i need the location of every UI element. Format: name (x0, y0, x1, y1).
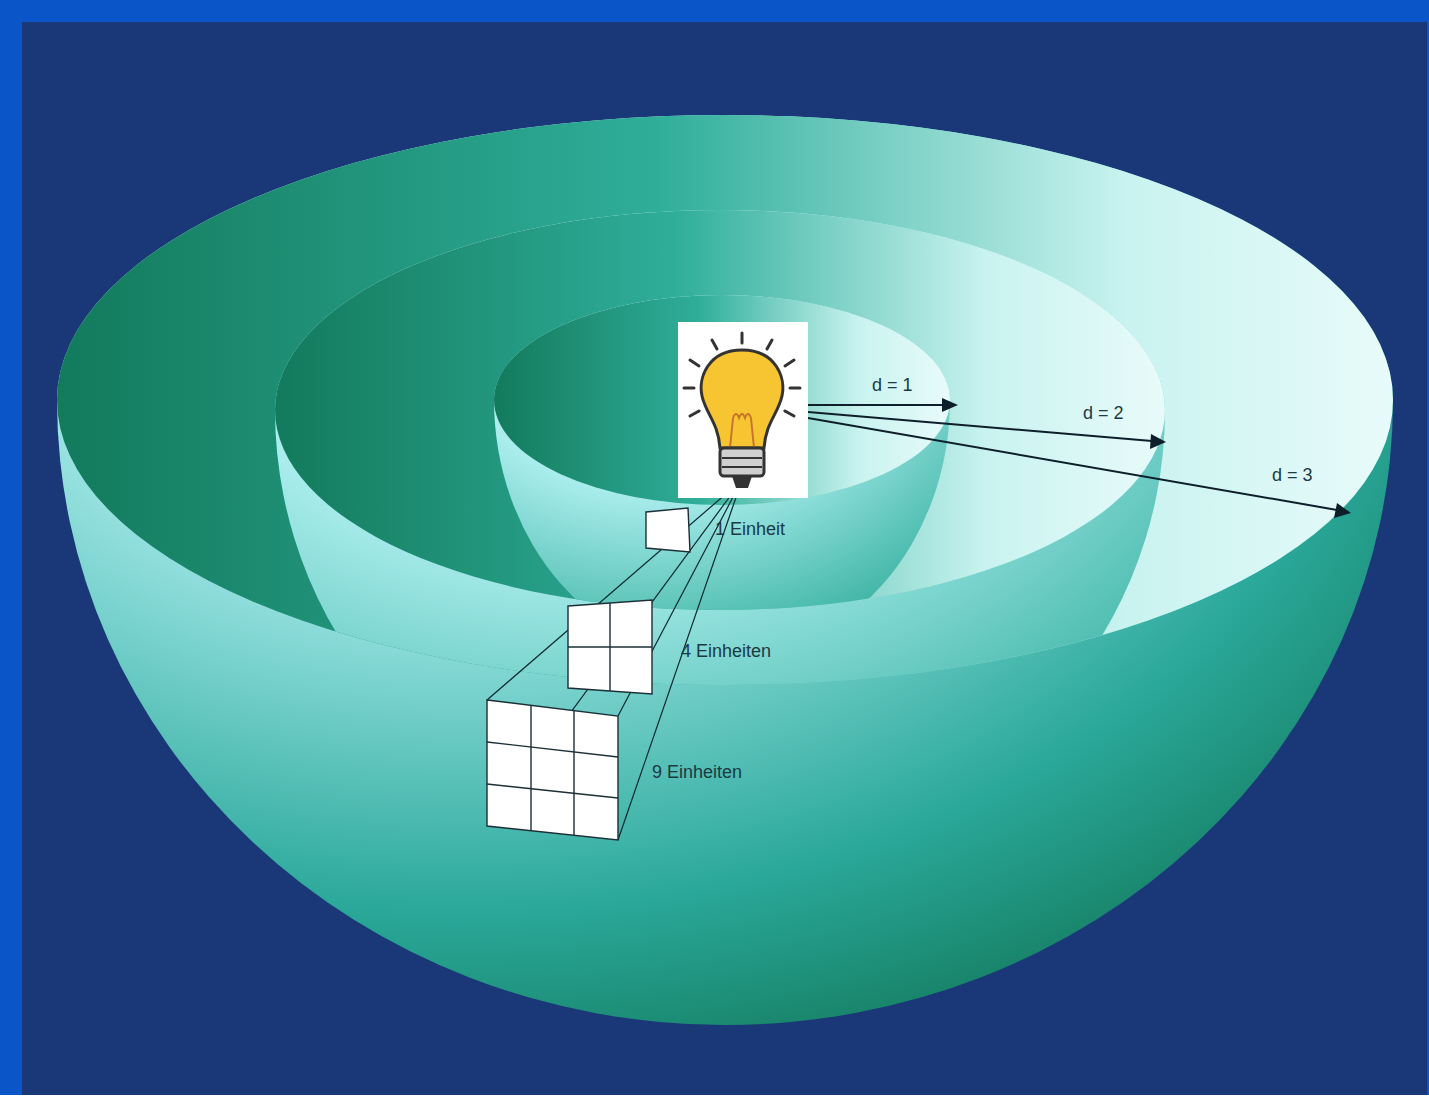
distance-label: d = 1 (872, 376, 913, 396)
area-label: 4 Einheiten (681, 642, 771, 662)
light-bulb (678, 322, 808, 498)
area-label: 1 Einheit (715, 520, 785, 540)
area-label: 9 Einheiten (652, 763, 742, 783)
distance-label: d = 2 (1083, 404, 1124, 424)
distance-label: d = 3 (1272, 466, 1313, 486)
